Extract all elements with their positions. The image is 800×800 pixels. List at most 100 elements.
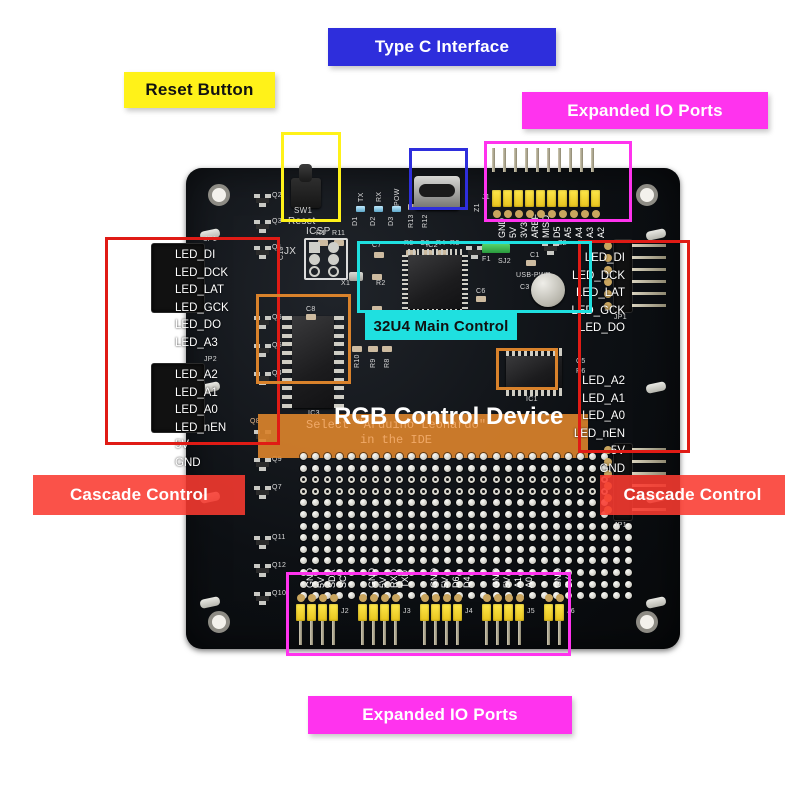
- perfboard-pad[interactable]: [372, 499, 380, 507]
- perfboard-pad[interactable]: [624, 545, 632, 553]
- icsp-pad-6[interactable]: [328, 266, 339, 277]
- io-pin-pad[interactable]: [443, 594, 451, 602]
- perfboard-pad[interactable]: [312, 510, 320, 518]
- perfboard-pad[interactable]: [300, 453, 307, 460]
- perfboard-pad[interactable]: [480, 510, 488, 518]
- perfboard-pad[interactable]: [336, 545, 344, 553]
- perfboard-pad[interactable]: [516, 534, 524, 542]
- perfboard-pad[interactable]: [504, 545, 512, 553]
- perfboard-pad[interactable]: [372, 534, 380, 542]
- perfboard-pad[interactable]: [336, 464, 344, 472]
- perfboard-pad[interactable]: [564, 522, 572, 530]
- perfboard-pad[interactable]: [588, 592, 596, 600]
- perfboard-pad[interactable]: [552, 534, 560, 542]
- io-pin-pad[interactable]: [559, 210, 567, 218]
- perfboard-pad[interactable]: [540, 464, 548, 472]
- perfboard-pad[interactable]: [612, 580, 620, 588]
- perfboard-pad[interactable]: [576, 464, 584, 472]
- io-pin[interactable]: [296, 604, 305, 621]
- perfboard-pad[interactable]: [540, 568, 548, 576]
- io-pin[interactable]: [358, 604, 367, 621]
- icsp-pad-3[interactable]: [309, 254, 320, 265]
- perfboard-pad[interactable]: [372, 487, 380, 495]
- io-pin[interactable]: [493, 604, 502, 621]
- perfboard-pad[interactable]: [336, 580, 344, 588]
- perfboard-pad[interactable]: [480, 487, 488, 495]
- tag-cascade-right[interactable]: Cascade Control: [600, 475, 785, 515]
- perfboard-pad[interactable]: [600, 453, 608, 460]
- perfboard-pad[interactable]: [552, 522, 560, 530]
- reset-switch-plunger[interactable]: [299, 164, 312, 182]
- io-pin[interactable]: [329, 604, 338, 621]
- icsp-pad-4[interactable]: [328, 254, 339, 265]
- perfboard-pad[interactable]: [600, 534, 608, 542]
- perfboard-pad[interactable]: [408, 499, 416, 507]
- perfboard-pad[interactable]: [408, 522, 416, 530]
- icsp-pad-2[interactable]: [328, 242, 339, 253]
- io-pin[interactable]: [380, 604, 389, 621]
- io-pin-pad[interactable]: [381, 594, 389, 602]
- io-pin[interactable]: [514, 190, 523, 207]
- perfboard-pad[interactable]: [396, 510, 404, 518]
- perfboard-pad[interactable]: [312, 464, 320, 472]
- perfboard-pad[interactable]: [432, 534, 440, 542]
- perfboard-pad[interactable]: [324, 499, 332, 507]
- perfboard-pad[interactable]: [480, 557, 488, 565]
- perfboard-pad[interactable]: [324, 580, 332, 588]
- perfboard-pad[interactable]: [588, 545, 596, 553]
- top-io-header[interactable]: [492, 190, 600, 207]
- perfboard-pad[interactable]: [612, 568, 620, 576]
- perfboard-pad[interactable]: [396, 476, 404, 484]
- perfboard-pad[interactable]: [528, 557, 536, 565]
- perfboard-pad[interactable]: [576, 534, 584, 542]
- io-pin-pad[interactable]: [581, 210, 589, 218]
- usb-c-connector[interactable]: [414, 176, 460, 210]
- perfboard-pad[interactable]: [564, 592, 572, 600]
- perfboard-pad[interactable]: [528, 453, 536, 460]
- perfboard-pad[interactable]: [588, 464, 596, 472]
- perfboard-pad[interactable]: [408, 510, 416, 518]
- header-pad[interactable]: [604, 290, 612, 298]
- perfboard-pad[interactable]: [564, 568, 572, 576]
- perfboard-pad[interactable]: [408, 580, 416, 588]
- perfboard-pad[interactable]: [492, 499, 500, 507]
- io-pin[interactable]: [515, 604, 524, 621]
- perfboard-pad[interactable]: [408, 534, 416, 542]
- perfboard-pad[interactable]: [408, 464, 416, 472]
- perfboard-pad[interactable]: [360, 510, 368, 518]
- perfboard-pad[interactable]: [492, 580, 500, 588]
- perfboard-pad[interactable]: [444, 534, 452, 542]
- perfboard-pad[interactable]: [432, 453, 440, 460]
- perfboard-pad[interactable]: [468, 487, 476, 495]
- perfboard-pad[interactable]: [468, 592, 476, 600]
- perfboard-pad[interactable]: [492, 453, 500, 460]
- perfboard-pad[interactable]: [336, 522, 344, 530]
- io-pin-pad[interactable]: [370, 594, 378, 602]
- perfboard-pad[interactable]: [360, 487, 368, 495]
- perfboard-pad[interactable]: [528, 510, 536, 518]
- header-pin[interactable]: [632, 256, 666, 259]
- perfboard-pad[interactable]: [420, 487, 428, 495]
- perfboard-pad[interactable]: [492, 476, 500, 484]
- perfboard-pad[interactable]: [420, 499, 428, 507]
- io-pin-pad[interactable]: [545, 594, 553, 602]
- perfboard-pad[interactable]: [552, 487, 560, 495]
- perfboard-pad[interactable]: [612, 534, 620, 542]
- perfboard-pad[interactable]: [576, 545, 584, 553]
- perfboard-pad[interactable]: [324, 453, 332, 460]
- perfboard-pad[interactable]: [348, 557, 356, 565]
- io-pin[interactable]: [369, 604, 378, 621]
- perfboard-pad[interactable]: [480, 522, 488, 530]
- perfboard-pad[interactable]: [516, 545, 524, 553]
- header-pin[interactable]: [632, 472, 666, 475]
- perfboard-pad[interactable]: [504, 510, 512, 518]
- perfboard-pad[interactable]: [576, 592, 584, 600]
- perfboard-pad[interactable]: [492, 522, 500, 530]
- io-pin[interactable]: [547, 190, 556, 207]
- perfboard-pad[interactable]: [624, 534, 632, 542]
- perfboard-pad[interactable]: [552, 580, 560, 588]
- perfboard-pad[interactable]: [444, 522, 452, 530]
- perfboard-pad[interactable]: [576, 453, 584, 460]
- perfboard-pad[interactable]: [468, 557, 476, 565]
- perfboard-pad[interactable]: [576, 568, 584, 576]
